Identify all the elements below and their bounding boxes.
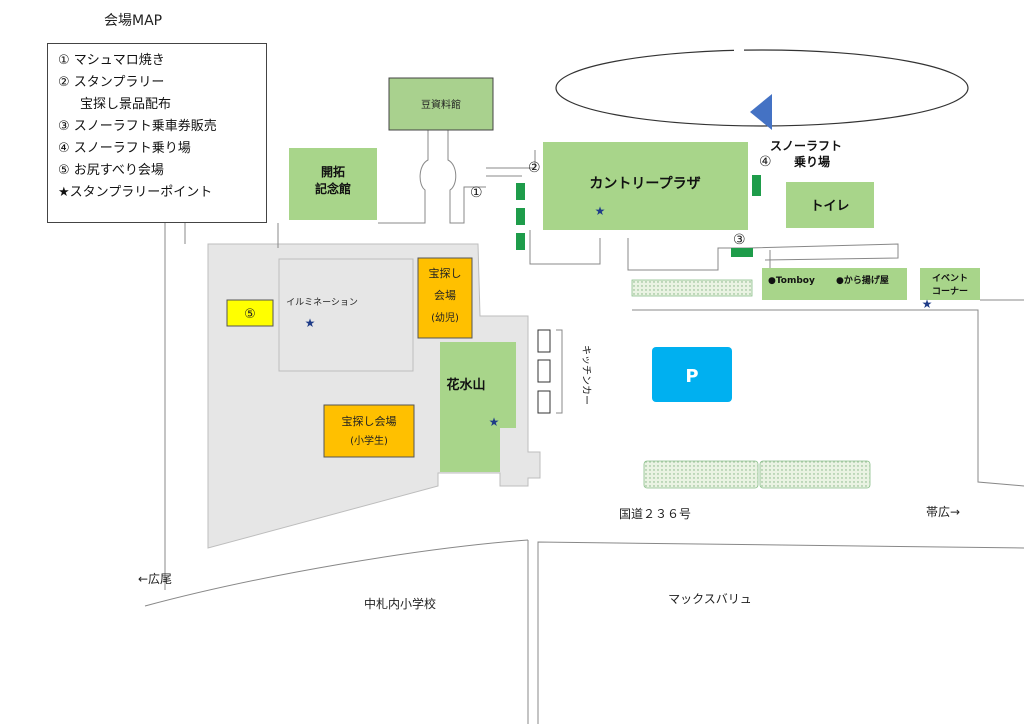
star-illumination: ★	[305, 316, 316, 330]
illumination-area	[278, 258, 414, 372]
takara-yoji-area	[417, 257, 473, 339]
country-plaza-label: カントリープラザ	[589, 176, 700, 192]
event-label-1: イベント	[932, 273, 968, 284]
marker-4: ④	[759, 154, 772, 170]
snowraft-label-2: 乗り場	[794, 154, 830, 169]
tomboy-label: ●Tomboy	[768, 276, 815, 286]
route236-label: 国道２３６号	[619, 507, 691, 521]
takara-sho-label-2: (小学生)	[350, 434, 388, 447]
kaitaku-label-2: 記念館	[315, 181, 351, 196]
maxvalu-label: マックスバリュ	[668, 592, 752, 606]
snowraft-loop	[555, 49, 969, 127]
legend-item-1: ① マシュマロ焼き	[58, 53, 165, 68]
direction-arrow	[750, 94, 772, 130]
star-country-plaza: ★	[595, 204, 606, 218]
stall-2	[516, 208, 525, 225]
hiroo-label: ←広尾	[138, 572, 172, 586]
marker-3: ③	[733, 232, 746, 248]
takara-sho-label-1: 宝探し会場	[342, 414, 397, 428]
event-corner	[920, 268, 980, 300]
event-label-2: コーナー	[932, 286, 968, 297]
dotted-area-3	[759, 460, 871, 489]
star-event-corner: ★	[922, 297, 933, 311]
takara-sho-area	[323, 404, 415, 458]
legend-item-3: ③ スノーラフト乗車券販売	[58, 119, 217, 134]
dotted-area-1	[631, 279, 753, 297]
kitchen-car-label: キッチンカー	[580, 345, 592, 405]
kaitaku-kinenkan-building	[289, 148, 377, 220]
legend-item-4: ④ スノーラフト乗り場	[58, 141, 191, 156]
kitchen-car-2	[537, 359, 551, 383]
stall-row	[762, 268, 907, 300]
snowraft-label-1: スノーラフト	[770, 139, 842, 153]
illumination-label: イルミネーション	[286, 297, 358, 308]
legend-item-star: ★スタンプラリーポイント	[58, 185, 213, 200]
parking-label: P	[685, 366, 698, 387]
legend-item-2: ② スタンプラリー	[58, 75, 165, 90]
marker-1: ①	[470, 185, 483, 201]
shiri-suberi-area	[226, 299, 274, 327]
takara-yoji-label-3: (幼児)	[431, 311, 459, 324]
star-kasuiyama: ★	[489, 415, 500, 429]
stall-3	[516, 233, 525, 250]
parking-lot	[652, 347, 732, 402]
legend-item-2b: 宝探し景品配布	[80, 97, 172, 112]
ticket-booth	[731, 248, 753, 257]
karaage-label: ●から揚げ屋	[836, 274, 889, 286]
dotted-area-2	[643, 460, 759, 489]
country-plaza-building	[543, 142, 748, 230]
legend-item-5: ⑤ お尻すべり会場	[58, 163, 164, 178]
toilet-building	[786, 182, 874, 228]
stall-1	[516, 183, 525, 200]
kitchen-car-1	[537, 329, 551, 353]
obihiro-label: 帯広→	[926, 505, 960, 519]
legend: ① マシュマロ焼き ② スタンプラリー 宝探し景品配布 ③ スノーラフト乗車券販…	[47, 43, 267, 223]
marker-5: ⑤	[244, 307, 256, 322]
marker-2: ②	[528, 160, 541, 176]
toilet-label: トイレ	[810, 199, 849, 214]
mameshiryokan-building	[388, 77, 494, 131]
takara-yoji-label-2: 会場	[434, 289, 456, 302]
mameshiryokan-label: 豆資料館	[421, 98, 461, 111]
kasuiyama-label: 花水山	[446, 377, 485, 393]
school-label: 中札内小学校	[364, 596, 436, 611]
kitchen-car-3	[537, 390, 551, 414]
stall-4	[752, 175, 761, 196]
kaitaku-label-1: 開拓	[321, 164, 345, 179]
map-title: 会場MAP	[104, 13, 163, 29]
takara-yoji-label-1: 宝探し	[429, 266, 462, 280]
